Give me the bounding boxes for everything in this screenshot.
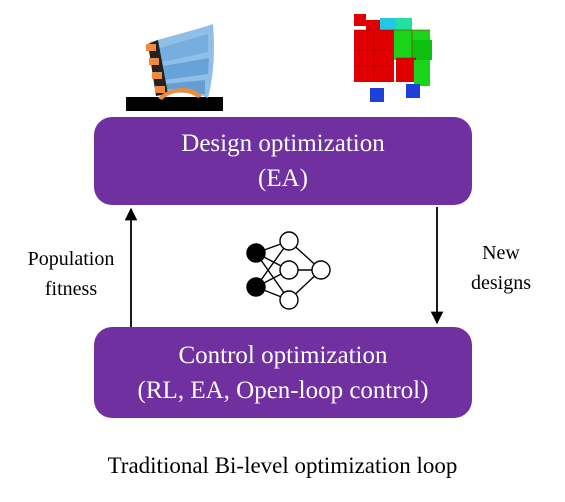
population-fitness-label-line2: fitness	[44, 278, 98, 300]
control-optimization-title: Control optimization	[178, 341, 388, 369]
design-optimization-box: Design optimization (EA)	[94, 117, 472, 205]
population-fitness-label-line1: Population	[27, 248, 115, 270]
soft-robot-icon	[126, 24, 223, 111]
new-designs-label-line2: designs	[471, 272, 531, 294]
new-designs-label-line1: New	[482, 242, 520, 264]
design-optimization-title: Design optimization	[181, 130, 385, 157]
voxel-robot-icon	[354, 14, 432, 102]
control-optimization-box: Control optimization (RL, EA, Open-loop …	[94, 327, 472, 418]
design-optimization-subtitle: (EA)	[258, 165, 308, 192]
population-fitness-label: Population fitness	[10, 244, 132, 304]
control-optimization-subtitle: (RL, EA, Open-loop control)	[137, 376, 429, 404]
new-designs-label: New designs	[448, 238, 554, 298]
diagram-caption: Traditional Bi-level optimization loop	[107, 453, 458, 478]
neural-network-icon	[246, 231, 331, 310]
